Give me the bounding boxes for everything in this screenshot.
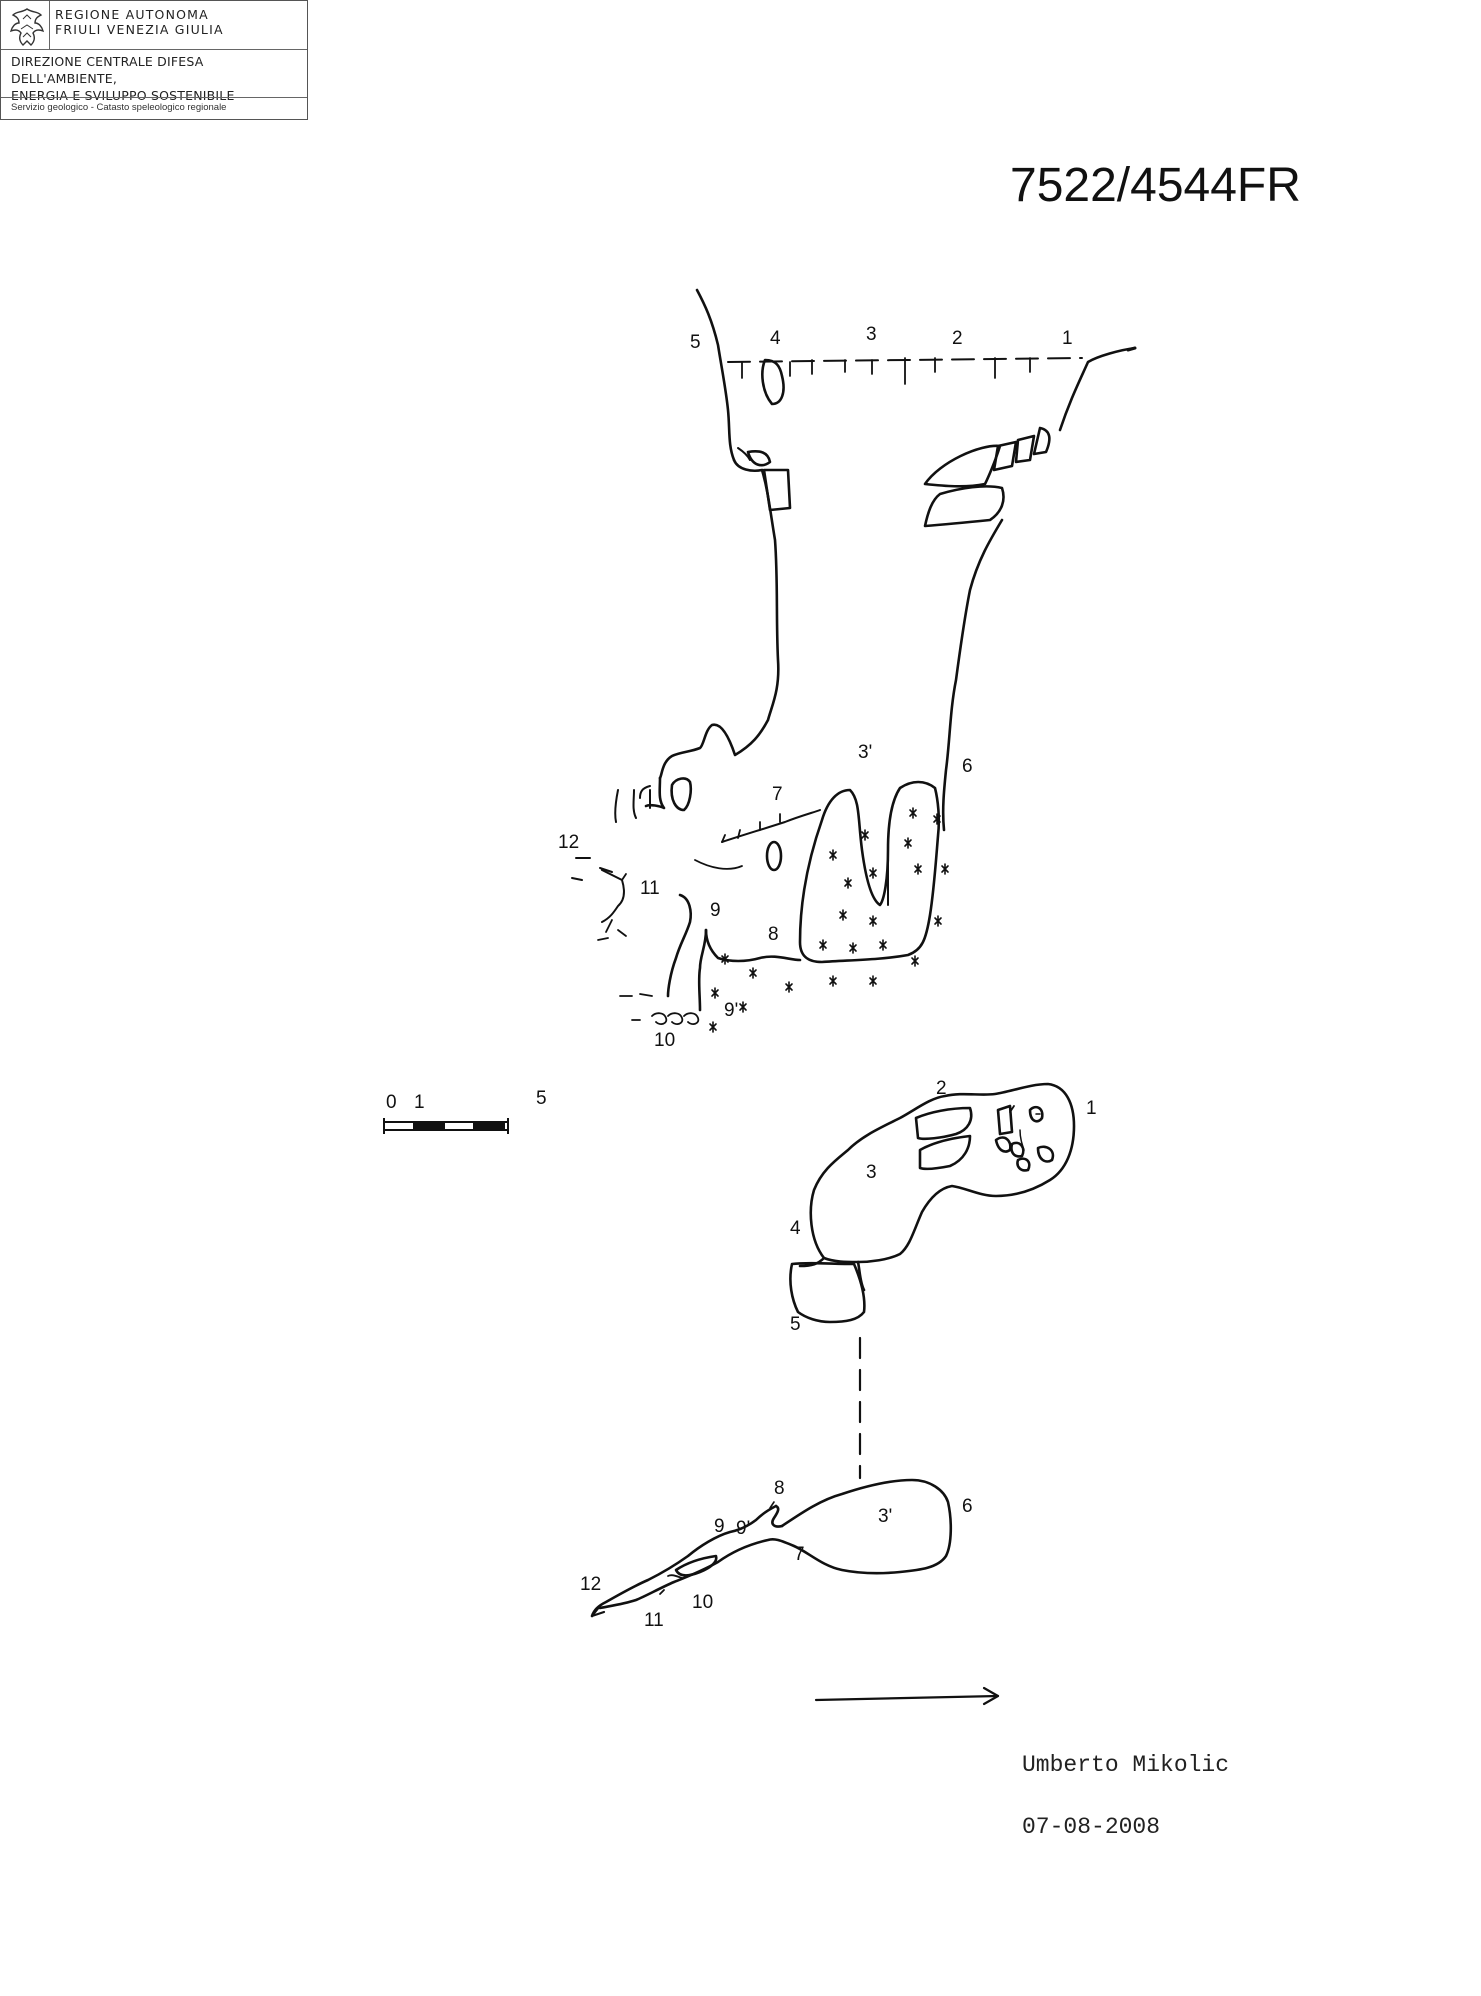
plan-upper-outline	[809, 1082, 1076, 1264]
section-right-wall	[941, 518, 1004, 832]
section-label: 9	[710, 900, 721, 921]
boulder	[923, 444, 1002, 488]
plan-label: 6	[962, 1496, 973, 1517]
plan-label: 12	[580, 1574, 601, 1595]
org-name: REGIONE AUTONOMA FRIULI VENEZIA GIULIA	[55, 7, 224, 37]
org-line1: REGIONE AUTONOMA	[55, 7, 209, 22]
boulder	[1010, 1141, 1025, 1158]
plan-label: 4	[790, 1218, 801, 1239]
plan-label: 3	[866, 1162, 877, 1183]
section-label: 12	[558, 832, 579, 853]
plan-lower-outline	[598, 1478, 953, 1610]
plan-label: 7	[794, 1544, 805, 1565]
boulder	[761, 358, 785, 406]
plan-label: 3'	[878, 1506, 892, 1527]
header-divider	[1, 97, 307, 98]
institution-header: REGIONE AUTONOMA FRIULI VENEZIA GIULIA D…	[0, 0, 308, 120]
north-arrow-icon	[814, 1686, 1000, 1706]
survey-date: 07-08-2008	[1022, 1814, 1161, 1840]
section-label: 3	[866, 324, 877, 345]
author: Umberto Mikolic	[1022, 1752, 1230, 1778]
scale-bar	[383, 1118, 509, 1134]
plan-label: 9'	[736, 1518, 750, 1539]
boulder	[746, 450, 772, 467]
plan-label: 2	[936, 1078, 947, 1099]
boulder	[994, 1136, 1012, 1153]
section-label: 10	[654, 1030, 675, 1051]
plan-label: 10	[692, 1592, 713, 1613]
boulder	[674, 1554, 718, 1577]
plan-label: 9	[714, 1516, 725, 1537]
boulder	[670, 777, 693, 812]
eagle-logo-icon	[9, 8, 45, 46]
boulder	[1014, 434, 1036, 464]
boulder	[1032, 426, 1051, 456]
plan-label: 1	[1086, 1098, 1097, 1119]
pit	[765, 840, 783, 872]
cave-code: 7522/4544FR	[1010, 159, 1301, 212]
section-label: 6	[962, 756, 973, 777]
scale-label: 1	[414, 1092, 425, 1113]
dept-line1: DIREZIONE CENTRALE DIFESA DELL'AMBIENTE,	[11, 54, 204, 86]
flowstone-column	[798, 780, 941, 964]
boulder	[1028, 1105, 1044, 1123]
boulder	[918, 1134, 972, 1171]
section-label: 3'	[858, 742, 872, 763]
section-right-lip	[1058, 346, 1137, 432]
boulder	[762, 468, 792, 512]
section-left-lower	[644, 776, 666, 810]
dept-line2: ENERGIA E SVILUPPO SOSTENIBILE	[11, 88, 235, 103]
section-label: 8	[768, 924, 779, 945]
header-divider	[49, 1, 50, 49]
section-left-wall	[658, 458, 780, 780]
section-floor	[704, 928, 802, 963]
section-label: 2	[952, 328, 963, 349]
plan-lower-passage	[590, 1504, 778, 1618]
boulder	[923, 485, 1005, 528]
org-line2: FRIULI VENEZIA GIULIA	[55, 22, 224, 37]
section-label: 9'	[724, 1000, 738, 1021]
department-name: DIREZIONE CENTRALE DIFESA DELL'AMBIENTE,…	[11, 53, 307, 104]
plan-label: 11	[644, 1610, 664, 1631]
section-label: 7	[772, 784, 783, 805]
scale-label: 0	[386, 1092, 397, 1113]
boulder	[789, 1261, 866, 1324]
section-left-lip	[695, 288, 736, 462]
scale-label: 5	[536, 1088, 547, 1109]
section-left-wall-lower	[666, 893, 692, 998]
section-label: 11	[640, 878, 660, 899]
boulder	[1016, 1157, 1031, 1172]
boulder	[992, 440, 1018, 472]
header-divider	[1, 49, 307, 50]
boulder	[914, 1106, 973, 1141]
plan-label: 8	[774, 1478, 785, 1499]
boulder	[996, 1104, 1014, 1136]
ledge	[721, 809, 821, 843]
section-label: 4	[770, 328, 781, 349]
plan-label: 5	[790, 1314, 801, 1335]
service-name: Servizio geologico - Catasto speleologic…	[11, 102, 227, 113]
section-label: 1	[1062, 328, 1073, 349]
section-label: 5	[690, 332, 701, 353]
